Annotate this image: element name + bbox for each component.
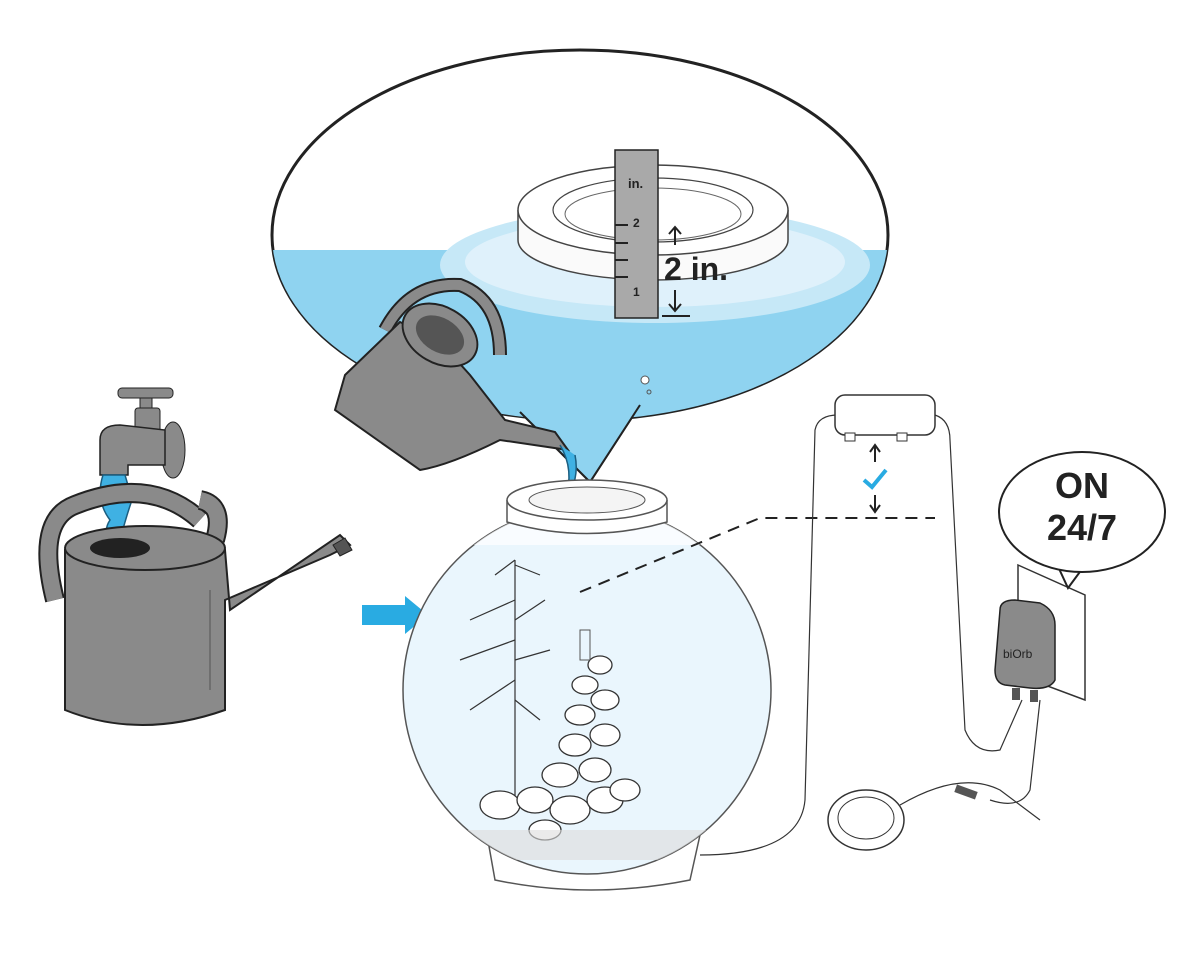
faucet xyxy=(99,387,186,550)
led-ring-light xyxy=(827,699,1041,851)
water-level-line xyxy=(579,517,935,593)
callout-24-7: 24/7 xyxy=(1047,507,1117,548)
ruler-tick-2: 2 xyxy=(633,216,640,230)
ruler: in. 2 1 xyxy=(614,149,659,319)
pouring-watering-can xyxy=(333,277,577,501)
ruler-tick-1: 1 xyxy=(633,285,640,299)
power-adapter: biOrb xyxy=(994,563,1086,702)
placement-indicator xyxy=(862,443,888,514)
bowl-collar-ring xyxy=(517,164,789,281)
ruler-unit-label: in. xyxy=(628,176,643,191)
plant xyxy=(459,559,551,800)
adapter-logo: biOrb xyxy=(1003,647,1033,661)
measurement-label: 2 in. xyxy=(664,251,728,287)
filling-watering-can xyxy=(38,483,353,726)
fish-bowl xyxy=(402,479,772,891)
power-callout: ON 24/7 xyxy=(998,451,1166,590)
checkmark-icon xyxy=(862,468,888,490)
air-pump xyxy=(699,394,1023,856)
measurement-arrows xyxy=(662,225,690,317)
direction-arrow-icon xyxy=(362,596,428,634)
callout-on: ON xyxy=(1055,465,1109,506)
